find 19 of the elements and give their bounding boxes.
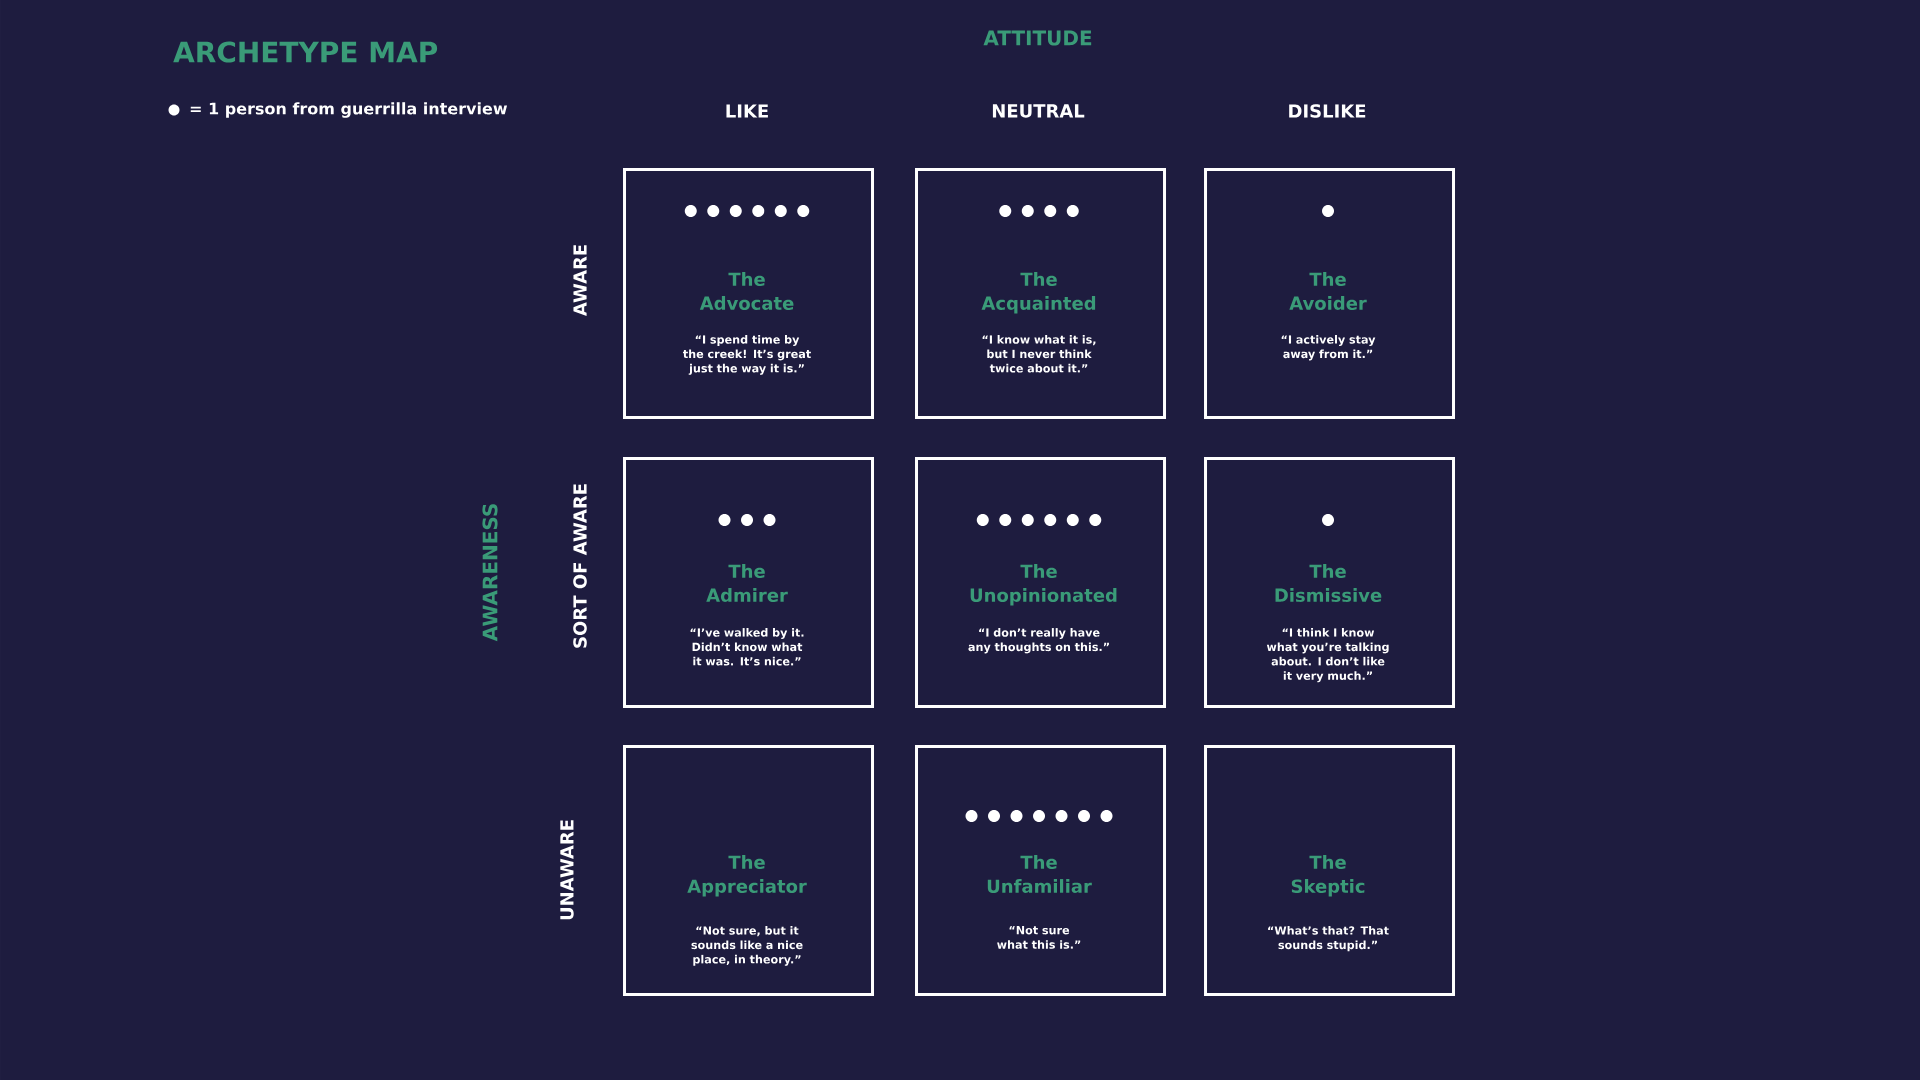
archetype-card: The Dismissive “I think I know what you’re talking about. I don’t like it very much.” bbox=[1204, 457, 1455, 708]
archetype-card: The Unopinionated “I don’t really have any thoughts on this.” bbox=[915, 457, 1166, 708]
row-heading: UNAWARE bbox=[560, 820, 574, 920]
archetype-card: The Unfamiliar “Not sure what this is.” bbox=[915, 745, 1166, 996]
column-heading: DISLIKE bbox=[1289, 104, 1366, 118]
archetype-card: The Admirer “I’ve walked by it. Didn’t know what it was. It’s nice.” bbox=[623, 457, 874, 708]
archetype-card: The Acquainted “I know what it is, but I never think twice about it.” bbox=[915, 168, 1166, 419]
legend-text: = 1 person from guerrilla interview bbox=[190, 102, 508, 118]
archetype-card: The Appreciator “Not sure, but it sounds like a nice place, in theory.” bbox=[623, 745, 874, 996]
row-heading: AWARE bbox=[573, 245, 587, 317]
axis-title: ATTITUDE bbox=[983, 30, 1092, 46]
title: ARCHETYPE MAP bbox=[173, 41, 438, 63]
column-heading: NEUTRAL bbox=[992, 104, 1085, 118]
column-heading: LIKE bbox=[726, 104, 768, 118]
row-heading: SORT OF AWARE bbox=[573, 484, 587, 648]
axis-title: AWARENESS bbox=[482, 504, 498, 642]
archetype-card: The Skeptic “What’s that? That sounds stupid.” bbox=[1204, 745, 1455, 996]
archetype-card: The Advocate “I spend time by the creek! It’s great just the way it is.” bbox=[623, 168, 874, 419]
archetype-card: The Avoider “I actively stay away from it.” bbox=[1204, 168, 1455, 419]
